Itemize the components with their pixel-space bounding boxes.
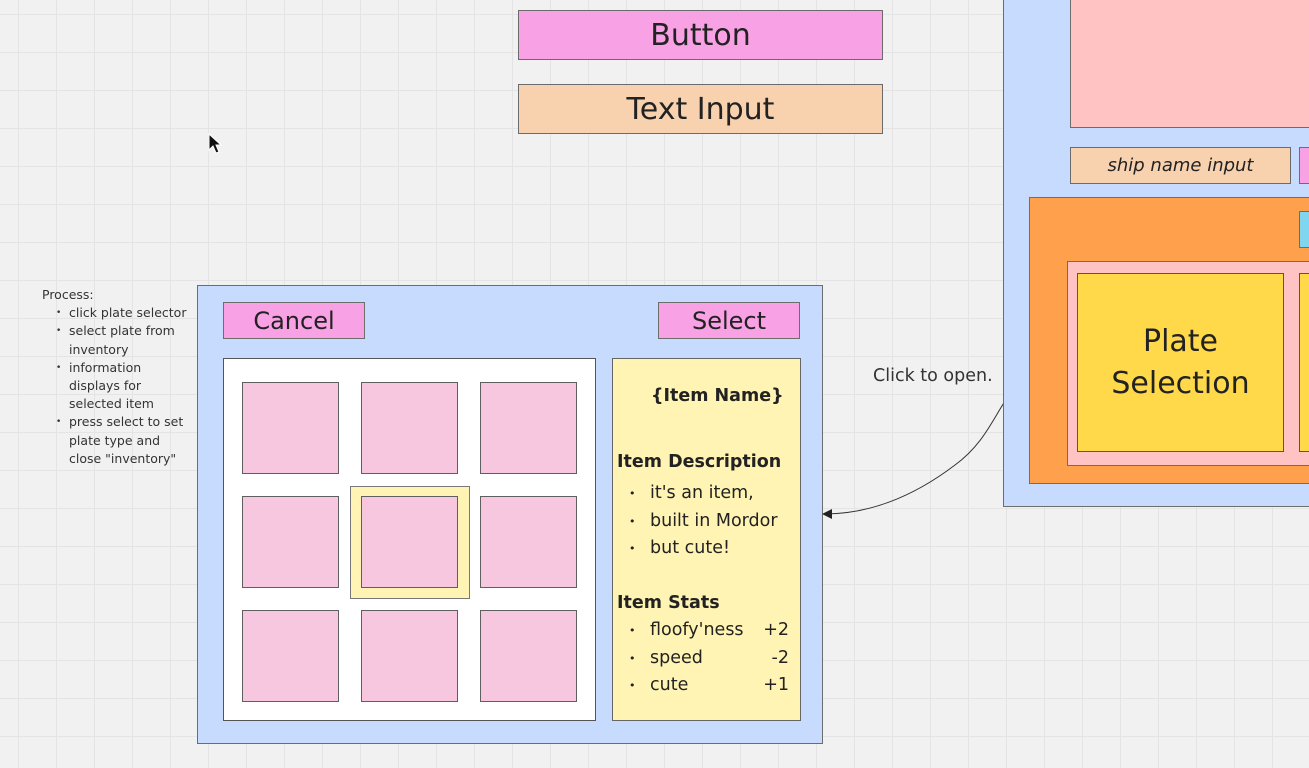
plate-selection-label: Plate Selection [1111, 323, 1250, 401]
inventory-panel: Cancel Select {Item Name} Item Descripti… [197, 285, 823, 744]
item-stats-heading: Item Stats [617, 593, 720, 613]
plate-frame-button[interactable] [1299, 211, 1309, 248]
inventory-slot[interactable] [480, 496, 577, 588]
process-step: click plate selector [56, 304, 192, 322]
ship-preview [1070, 0, 1309, 128]
item-name: {Item Name} [651, 386, 784, 406]
item-stat-value: +1 [763, 675, 789, 695]
inventory-slot[interactable] [480, 382, 577, 474]
process-title: Process: [42, 287, 94, 302]
connector-caption: Click to open. [873, 366, 993, 386]
item-info-panel: {Item Name} Item Description it's an ite… [612, 358, 801, 721]
plate-selection-button[interactable]: Plate Selection [1077, 273, 1284, 452]
plate-slot-next[interactable] [1299, 273, 1309, 452]
legend-text-input-label: Text Input [626, 91, 775, 127]
legend-button-label: Button [650, 17, 751, 53]
cancel-button[interactable]: Cancel [223, 302, 365, 339]
process-notes: Process: click plate selector select pla… [42, 286, 192, 468]
item-stat-row: speed -2 [613, 645, 802, 673]
item-description-list: it's an item, built in Mordor but cute! [613, 480, 802, 563]
item-stat-name: speed [650, 647, 703, 668]
inventory-slot[interactable] [480, 610, 577, 702]
item-description-line: but cute! [613, 535, 802, 563]
ship-screen-button[interactable] [1299, 147, 1309, 184]
inventory-slot[interactable] [242, 610, 339, 702]
item-stats-list: floofy'ness +2 speed -2 cute +1 [613, 617, 802, 700]
process-step: press select to set plate type and close… [56, 413, 192, 468]
select-button[interactable]: Select [658, 302, 800, 339]
item-stat-row: cute +1 [613, 672, 802, 700]
item-stat-name: floofy'ness [650, 620, 744, 640]
item-stat-value: +2 [763, 620, 789, 640]
mouse-cursor-icon [208, 133, 223, 154]
select-button-label: Select [691, 306, 767, 335]
legend-text-input-sample[interactable]: Text Input [518, 84, 883, 134]
ship-name-input[interactable]: ship name input [1070, 147, 1291, 184]
inventory-slot-selected[interactable] [361, 496, 458, 588]
inventory-slot[interactable] [242, 382, 339, 474]
inventory-grid [223, 358, 596, 721]
item-stat-row: floofy'ness +2 [613, 617, 802, 645]
ship-name-input-placeholder: ship name input [1107, 155, 1254, 176]
inventory-slot[interactable] [361, 610, 458, 702]
item-description-line: built in Mordor [613, 508, 802, 536]
item-description-heading: Item Description [617, 452, 782, 472]
item-stat-name: cute [650, 675, 689, 695]
item-description-line: it's an item, [613, 480, 802, 508]
cancel-button-label: Cancel [253, 306, 335, 335]
inventory-slot[interactable] [242, 496, 339, 588]
inventory-slot[interactable] [361, 382, 458, 474]
item-stat-value: -2 [771, 647, 789, 668]
process-step: select plate from inventory [56, 322, 192, 358]
process-step: information displays for selected item [56, 359, 192, 414]
legend-button-sample[interactable]: Button [518, 10, 883, 60]
